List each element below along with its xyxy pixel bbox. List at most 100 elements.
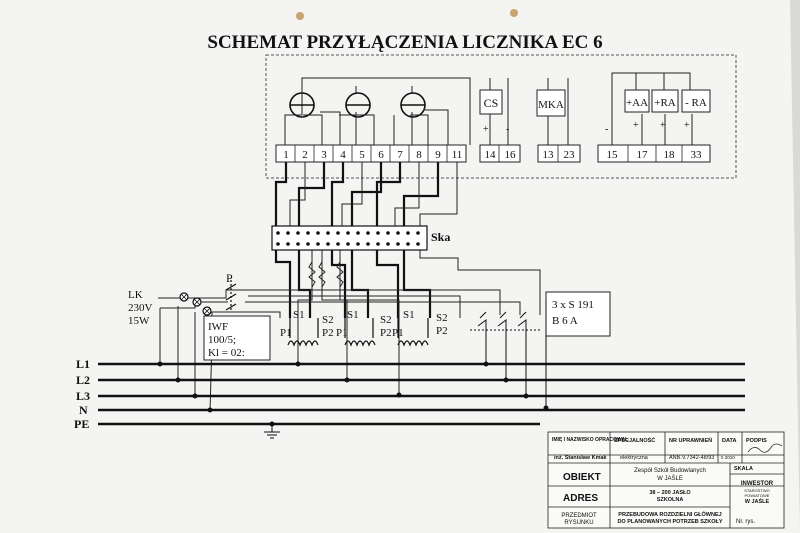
cs-minus: - (506, 124, 509, 135)
lamp-label-line1: LK (128, 289, 143, 301)
ct-spec-line1: IWF (208, 321, 228, 333)
pin-hole-right (510, 9, 518, 17)
tb-col5-header: PODPIS (746, 438, 767, 444)
relay-terminal-33: 33 (691, 149, 703, 161)
title-block-text: IMIĘ I NAZWISKO OPRACOWAŁ SPECJALNOŚĆ NR… (552, 436, 783, 526)
ct2-s1: S1 (347, 309, 359, 321)
tb-investor-line1: STAROSTWO (744, 488, 769, 493)
tb-investor-label: INWESTOR (741, 481, 774, 487)
ska-terminal-strip: Ska (271, 225, 450, 251)
pin-hole-left (296, 12, 304, 20)
tb-date: II 2010 (721, 455, 735, 460)
terminal-8: 8 (416, 149, 422, 161)
tb-col2-header: SPECJALNOŚĆ (614, 436, 655, 444)
tb-subject-text1: PRZEBUDOWA ROZDZIELNI GŁÓWNEJ (618, 510, 721, 518)
breaker-symbols (470, 300, 547, 408)
bus-label-l3: L3 (76, 389, 90, 403)
tb-investor-line2: POWIATOWE (745, 493, 770, 498)
cs-plus: + (483, 124, 489, 135)
mka-module: MKA 13 23 (536, 78, 581, 163)
mka-terminal-23: 23 (564, 149, 576, 161)
tb-col1-header: IMIĘ I NAZWISKO OPRACOWAŁ (552, 437, 628, 443)
tb-address-line2: SZKOLNA (657, 497, 684, 503)
terminal-9: 9 (435, 149, 441, 161)
tb-drawing-no: Nr. rys. (736, 519, 755, 525)
tb-object-line2: W JAŚLE (657, 474, 683, 482)
switch-p (225, 280, 237, 311)
tb-author: inż. Stanisław Kmak (554, 455, 608, 461)
mka-label: MKA (538, 99, 564, 111)
ct1-s2: S2 (322, 314, 334, 326)
lamp-label-line2: 230V (128, 302, 153, 314)
ct-spec-line3: Kl = 02: (208, 347, 245, 359)
relay-plus-2: + (660, 120, 666, 131)
terminal-1: 1 (283, 149, 289, 161)
terminal-5: 5 (359, 149, 365, 161)
ct-labels: S1 S2 P1 P2 S1 S2 P1 P2 S1 S2 P1 P2 (280, 309, 448, 339)
terminal-11: 11 (452, 149, 463, 161)
relay-terminal-15: 15 (607, 149, 619, 161)
signature-icon (747, 443, 783, 453)
tb-subject-text2: DO PLANOWANYCH POTRZEB SZKOŁY (617, 519, 722, 525)
ct3-p2: P2 (436, 325, 448, 337)
tb-license: ANB.V.7342-48/93 (669, 455, 714, 461)
meter-terminal-block: 1 2 3 4 5 6 7 8 9 11 (275, 144, 467, 163)
tb-object-label: OBIEKT (563, 472, 601, 483)
relay-terminal-17: 17 (637, 149, 649, 161)
terminal-2: 2 (302, 149, 308, 161)
ct-coil-1 (287, 340, 319, 347)
ct1-s1: S1 (293, 309, 305, 321)
breaker-box: 3 x S 191 B 6 A (545, 291, 611, 337)
bus-junctions (157, 361, 549, 427)
bus-lines (98, 362, 745, 426)
tb-col4-header: DATA (722, 438, 736, 444)
lamp-crosses (180, 293, 211, 315)
relay-minus: - (605, 124, 608, 135)
terminal-4: 4 (340, 149, 346, 161)
breaker-line1: 3 x S 191 (552, 299, 594, 311)
bus-labels: L1 L2 L3 N PE (74, 357, 90, 431)
tb-subject-line2: RYSUNKU (564, 520, 593, 526)
current-transformers (287, 318, 429, 347)
tb-investor-line3: W JAŚLE (745, 498, 770, 505)
ct-coil-3 (397, 340, 429, 347)
ct2-s2: S2 (380, 314, 392, 326)
tb-object-line1: Zespół Szkół Budowlanych (634, 468, 706, 474)
terminal-6: 6 (378, 149, 384, 161)
relay-terminal-18: 18 (664, 149, 676, 161)
terminal-3: 3 (321, 149, 327, 161)
ct2-p2: P2 (380, 327, 392, 339)
switch-p-label: P (226, 271, 233, 285)
ct1-p1: P1 (280, 327, 292, 339)
meter-phase-elements (289, 92, 426, 118)
title-block (547, 431, 785, 529)
cs-module: CS + - 14 16 (479, 78, 521, 163)
ct3-p1: P1 (392, 327, 404, 339)
ct1-p2: P2 (322, 327, 334, 339)
lamp-label-line3: 15W (128, 315, 150, 327)
diagram-title: SCHEMAT PRZYŁĄCZENIA LICZNIKA EC 6 (207, 32, 602, 53)
tb-specialty: elektryczna (620, 455, 649, 461)
relay-plus-1: + (633, 120, 639, 131)
bus-label-pe: PE (74, 417, 89, 431)
ct-coil-2 (344, 340, 376, 347)
tb-address-label: ADRES (563, 493, 598, 504)
breaker-line2: B 6 A (552, 315, 578, 327)
tb-subject-line1: PRZEDMIOT (561, 513, 597, 519)
ct3-s1: S1 (403, 309, 415, 321)
cs-label: CS (484, 96, 499, 110)
bus-label-l1: L1 (76, 357, 90, 371)
ska-terminal-dots (276, 231, 420, 246)
tb-col3-header: NR UPRAWNIEŃ (669, 436, 712, 444)
tb-address-line1: 38 – 200 JASŁO (649, 490, 691, 496)
ct3-s2: S2 (436, 312, 448, 324)
relay-plus-3: + (684, 120, 690, 131)
ska-label: Ska (431, 230, 450, 244)
meter-enclosure (265, 54, 737, 179)
ct-spec-box: IWF 100/5; Kl = 02: (203, 315, 271, 361)
relay-label-aa: +AA (626, 97, 648, 109)
bus-label-n: N (79, 403, 88, 417)
mka-terminal-13: 13 (543, 149, 555, 161)
